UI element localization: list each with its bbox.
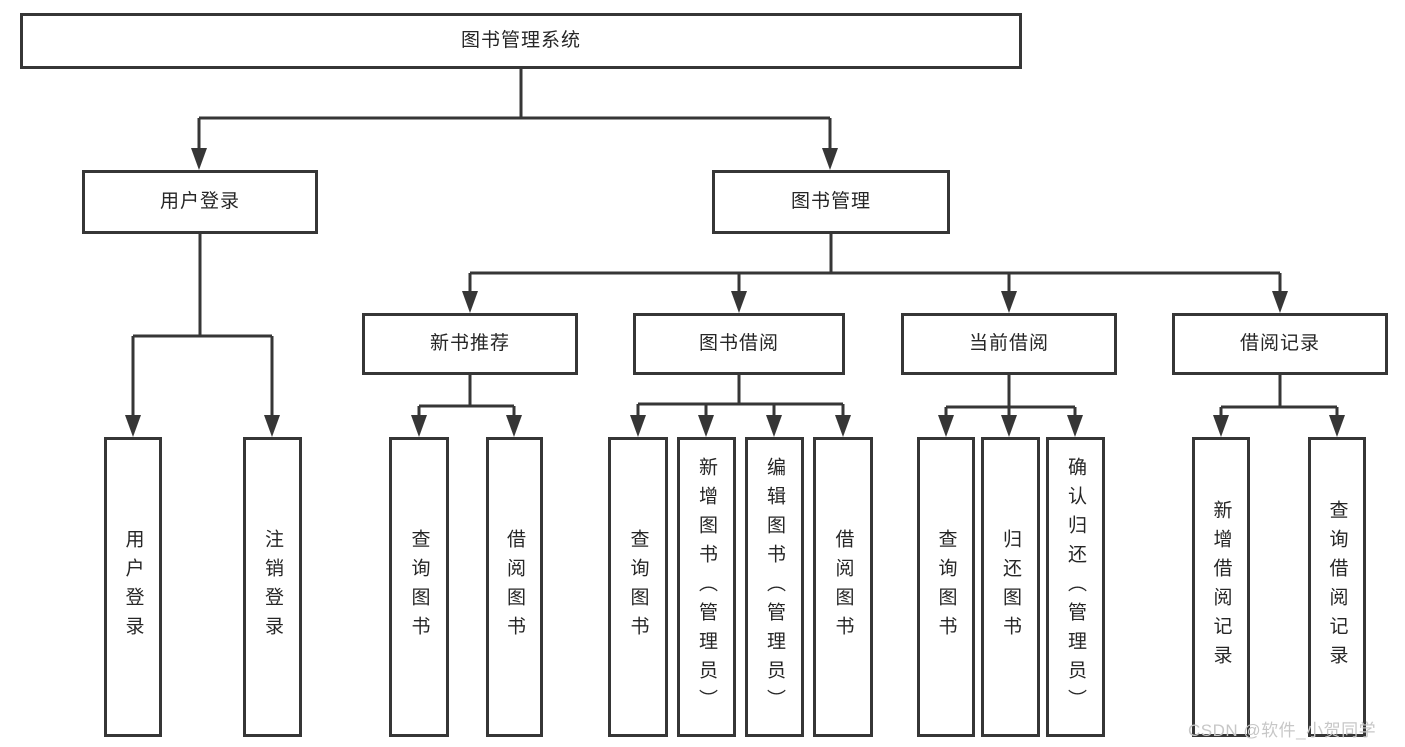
leaf-cb-confirm-return: 确认归还（管理员） <box>1046 437 1105 737</box>
node-book-management: 图书管理 <box>712 170 950 234</box>
leaf-nbr-query-book: 查询图书 <box>389 437 449 737</box>
leaf-bb-query-book: 查询图书 <box>608 437 668 737</box>
leaf-logout: 注销登录 <box>243 437 302 737</box>
leaf-bb-edit-book: 编辑图书（管理员） <box>745 437 804 737</box>
leaf-bb-borrow-book: 借阅图书 <box>813 437 873 737</box>
leaf-cb-return-book: 归还图书 <box>981 437 1040 737</box>
node-book-borrowing: 图书借阅 <box>633 313 845 375</box>
leaf-bb-add-book: 新增图书（管理员） <box>677 437 736 737</box>
node-user-login: 用户登录 <box>82 170 318 234</box>
node-current-borrowing: 当前借阅 <box>901 313 1117 375</box>
leaf-cb-query-book: 查询图书 <box>917 437 975 737</box>
leaf-nbr-borrow-book: 借阅图书 <box>486 437 543 737</box>
node-borrowing-records: 借阅记录 <box>1172 313 1388 375</box>
node-new-book-recommend: 新书推荐 <box>362 313 578 375</box>
csdn-watermark: CSDN @软件_小贺同学 <box>1188 721 1377 740</box>
leaf-br-add-record: 新增借阅记录 <box>1192 437 1250 737</box>
leaf-user-login: 用户登录 <box>104 437 162 737</box>
leaf-br-query-record: 查询借阅记录 <box>1308 437 1366 737</box>
node-root: 图书管理系统 <box>20 13 1022 69</box>
